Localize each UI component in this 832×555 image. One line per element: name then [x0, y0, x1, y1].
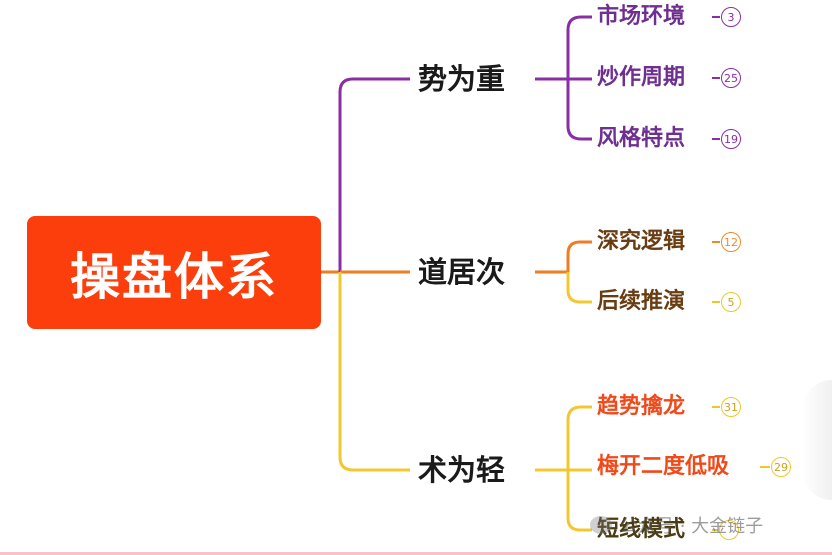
count-badge[interactable]: 19 [721, 129, 741, 149]
leaf-label: 梅开二度低吸 [597, 454, 730, 479]
leaf-label: 炒作周期 [597, 65, 686, 90]
count-badge[interactable]: 25 [721, 68, 741, 88]
leaf-node[interactable]: 短线模式 [597, 516, 685, 544]
leaf-label: 短线模式 [597, 517, 686, 542]
count-badge[interactable] [719, 520, 739, 540]
root-node[interactable]: 操盘体系 [27, 216, 321, 329]
count-value: 31 [724, 401, 738, 414]
leaf-label: 市场环境 [597, 4, 686, 29]
count-badge[interactable]: 3 [721, 7, 741, 27]
branch-label: 术为轻 [418, 453, 506, 487]
wechat-icon [590, 516, 612, 534]
leaf-label: 后续推演 [597, 289, 686, 314]
leaf-node[interactable]: 炒作周期 [597, 64, 685, 92]
count-badge[interactable]: 29 [771, 457, 791, 477]
branch-node-1[interactable]: 势为重 [418, 61, 505, 97]
watermark-text: 公众号 · 大金链子 [620, 516, 764, 537]
leaf-label: 趋势擒龙 [597, 394, 686, 419]
leaf-node[interactable]: 深究逻辑 [597, 228, 685, 256]
branch-label: 道居次 [418, 255, 506, 289]
leaf-label: 深究逻辑 [597, 229, 686, 254]
leaf-node[interactable]: 趋势擒龙 [597, 393, 685, 421]
leaf-label: 风格特点 [597, 126, 686, 151]
count-badge[interactable]: 5 [721, 292, 741, 312]
count-value: 12 [724, 236, 738, 249]
count-value: 29 [774, 461, 788, 474]
branch-node-2[interactable]: 道居次 [418, 254, 505, 290]
edge-shadow [802, 380, 832, 500]
branch-label: 势为重 [418, 62, 506, 96]
branch-node-3[interactable]: 术为轻 [418, 452, 505, 488]
count-value: 25 [724, 72, 738, 85]
root-label: 操盘体系 [70, 247, 278, 306]
leaf-node[interactable]: 市场环境 [597, 3, 685, 31]
count-badge[interactable]: 31 [721, 397, 741, 417]
watermark: 公众号 · 大金链子 [590, 510, 763, 540]
leaf-node[interactable]: 后续推演 [597, 288, 685, 316]
bottom-divider [0, 552, 832, 555]
leaf-node[interactable]: 风格特点 [597, 125, 685, 153]
count-value: 3 [727, 11, 735, 24]
count-value: 5 [727, 296, 735, 309]
leaf-node[interactable]: 梅开二度低吸 [597, 453, 729, 481]
count-value: 19 [724, 133, 738, 146]
count-badge[interactable]: 12 [721, 232, 741, 252]
